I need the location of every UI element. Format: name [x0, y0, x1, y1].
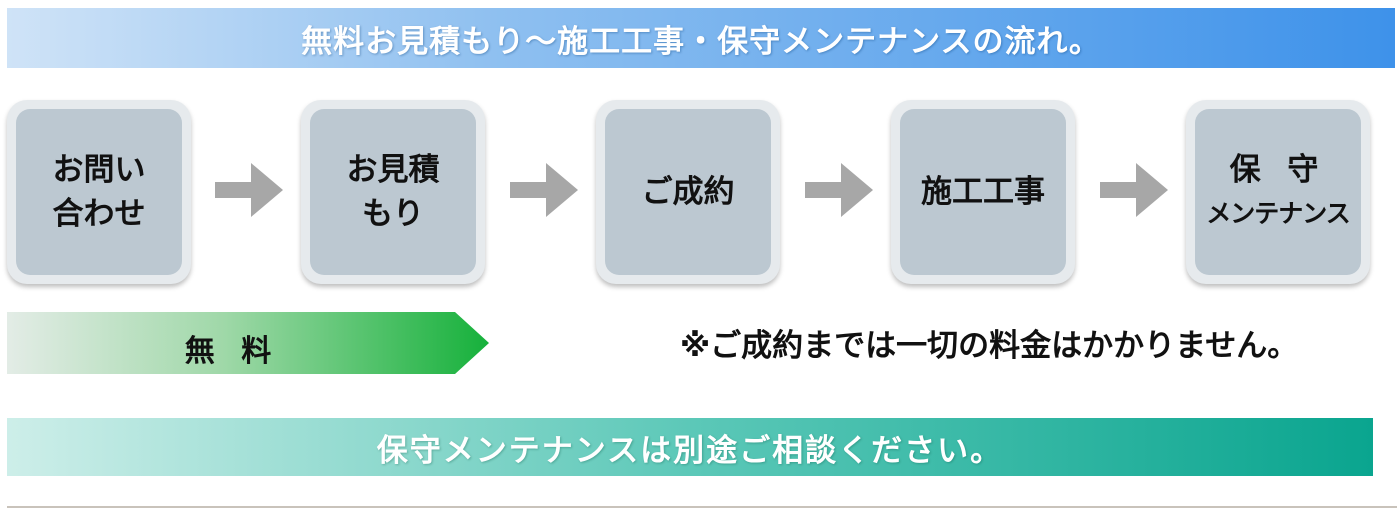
maintenance-banner: 保守メンテナンスは別途ご相談ください。 — [7, 418, 1373, 476]
arrow-right-icon — [1100, 163, 1168, 217]
arrow-right-icon — [510, 163, 578, 217]
step-maintenance-line-2: メンテナンス — [1206, 199, 1351, 228]
step-estimate-panel: お見積 もり — [310, 109, 476, 275]
header-title: 無料お見積もり～施工工事・保守メンテナンスの流れ。 — [301, 23, 1101, 60]
maintenance-banner-text: 保守メンテナンスは別途ご相談ください。 — [376, 432, 1004, 469]
free-arrow-shape — [7, 312, 489, 374]
arrow-right-icon — [805, 163, 873, 217]
free-label: 無 料 — [184, 334, 280, 369]
step-maintenance-panel: 保 守 メンテナンス — [1195, 109, 1361, 275]
step-inquiry: お問い 合わせ — [7, 100, 191, 284]
step-estimate-line-1: お見積 — [346, 152, 440, 188]
step-maintenance-line-1: 保 守 — [1229, 152, 1327, 188]
step-construction-panel: 施工工事 — [900, 109, 1066, 275]
header-banner: 無料お見積もり～施工工事・保守メンテナンスの流れ。 — [7, 8, 1395, 68]
step-maintenance: 保 守 メンテナンス — [1186, 100, 1370, 284]
step-inquiry-panel: お問い 合わせ — [16, 109, 182, 275]
free-note: ※ご成約までは一切の料金はかかりません。 — [680, 328, 1299, 364]
step-estimate: お見積 もり — [301, 100, 485, 284]
free-arrow-band: 無 料 — [7, 312, 489, 374]
step-inquiry-line-2: 合わせ — [52, 196, 146, 232]
arrow-right-icon — [215, 163, 283, 217]
step-construction-line-1: 施工工事 — [921, 174, 1045, 210]
step-contract-panel: ご成約 — [605, 109, 771, 275]
step-contract-line-1: ご成約 — [641, 174, 735, 210]
step-estimate-line-2: もり — [362, 196, 424, 232]
step-construction: 施工工事 — [891, 100, 1075, 284]
step-contract: ご成約 — [596, 100, 780, 284]
divider — [7, 506, 1397, 508]
step-inquiry-line-1: お問い — [52, 152, 146, 188]
